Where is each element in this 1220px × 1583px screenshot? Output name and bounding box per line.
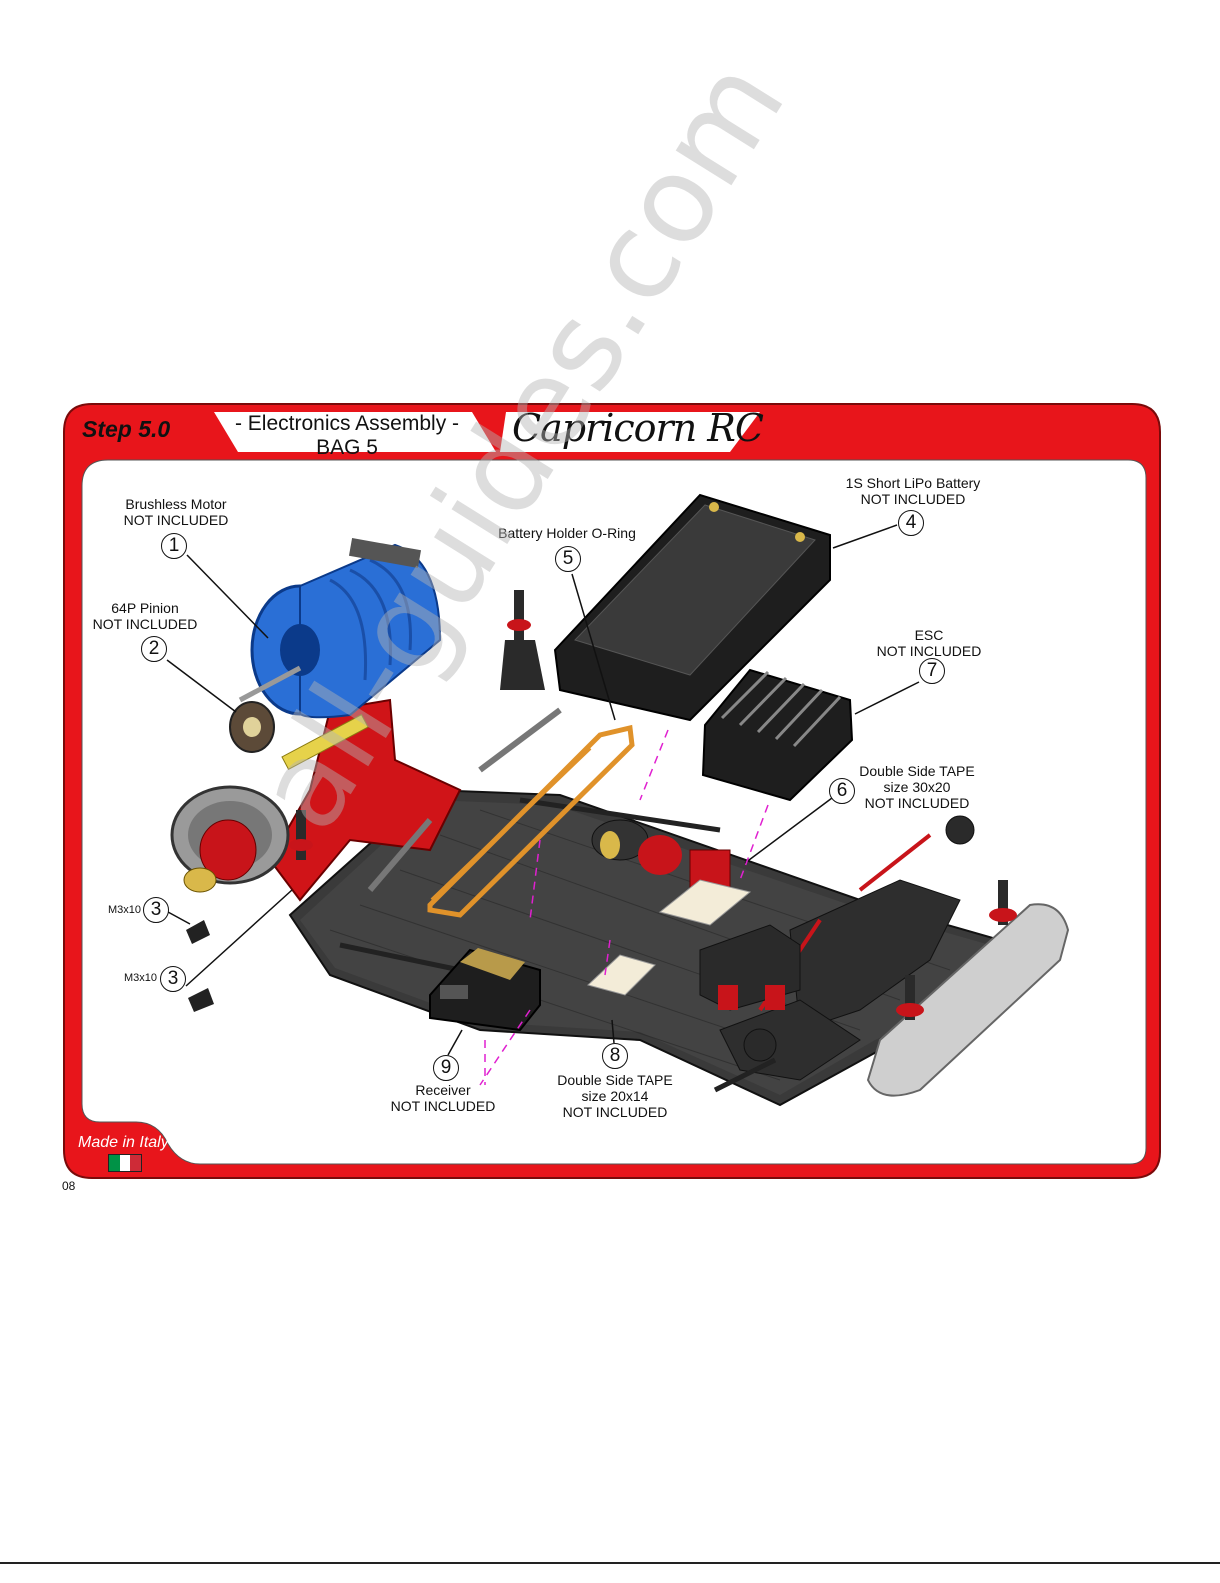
part-2-name: 64P Pinion [111,600,179,616]
callout-6: 6 [829,778,855,804]
part-6-note: NOT INCLUDED [864,795,970,811]
callout-3a: 3 [143,897,169,923]
made-in-italy-label: Made in Italy [78,1134,169,1151]
part-8-size: size 20x14 [581,1088,649,1104]
callout-4: 4 [898,510,924,536]
brand-logo: Capricorn RC [512,406,764,450]
leader-lines [166,524,920,1056]
callout-8: 8 [602,1043,628,1069]
part-8-label: Double Side TAPE size 20x14 NOT INCLUDED [548,1072,682,1120]
part-9-note: NOT INCLUDED [390,1098,496,1114]
part-8-name: Double Side TAPE [557,1072,673,1088]
part-6-size: size 30x20 [883,779,951,795]
part-1-name: Brushless Motor [125,496,227,512]
part-1-label: Brushless Motor NOT INCLUDED [118,496,234,528]
part-9-name: Receiver [415,1082,471,1098]
italian-flag-icon [108,1154,142,1172]
part-4-note: NOT INCLUDED [860,491,966,507]
flag-stripe-red [130,1155,142,1171]
part-4-label: 1S Short LiPo Battery NOT INCLUDED [838,475,988,507]
screw-size-label-a: M3x10 [108,904,142,916]
section-title-line1: - Electronics Assembly - [234,412,460,435]
flag-stripe-green [109,1155,120,1171]
callout-7: 7 [919,658,945,684]
part-7-name: ESC [914,627,944,643]
screw-size-label-b: M3x10 [124,972,158,984]
callout-1: 1 [161,533,187,559]
part-9-label: Receiver NOT INCLUDED [384,1082,502,1114]
callout-3b: 3 [160,966,186,992]
chassis-illustration [170,493,1070,1107]
callout-9: 9 [433,1055,459,1081]
flag-stripe-white [119,1155,131,1171]
callout-2: 2 [141,636,167,662]
part-2-label: 64P Pinion NOT INCLUDED [88,600,202,632]
section-title-line2: BAG 5 [316,436,378,459]
part-6-label: Double Side TAPE size 30x20 NOT INCLUDED [852,763,982,811]
part-7-label: ESC NOT INCLUDED [870,627,988,659]
part-4-name: 1S Short LiPo Battery [845,475,981,491]
part-5-label: Battery Holder O-Ring [498,525,636,541]
step-number: Step 5.0 [82,416,171,442]
page-number: 08 [62,1179,76,1193]
part-7-note: NOT INCLUDED [876,643,982,659]
part-2-note: NOT INCLUDED [92,616,198,632]
assembly-guide-lines [479,729,769,1086]
part-8-note: NOT INCLUDED [562,1104,668,1120]
part-1-note: NOT INCLUDED [123,512,229,528]
bottom-rule [0,1562,1220,1564]
section-title: - Electronics Assembly - BAG 5 [222,412,472,460]
callout-5: 5 [555,546,581,572]
part-6-name: Double Side TAPE [859,763,975,779]
